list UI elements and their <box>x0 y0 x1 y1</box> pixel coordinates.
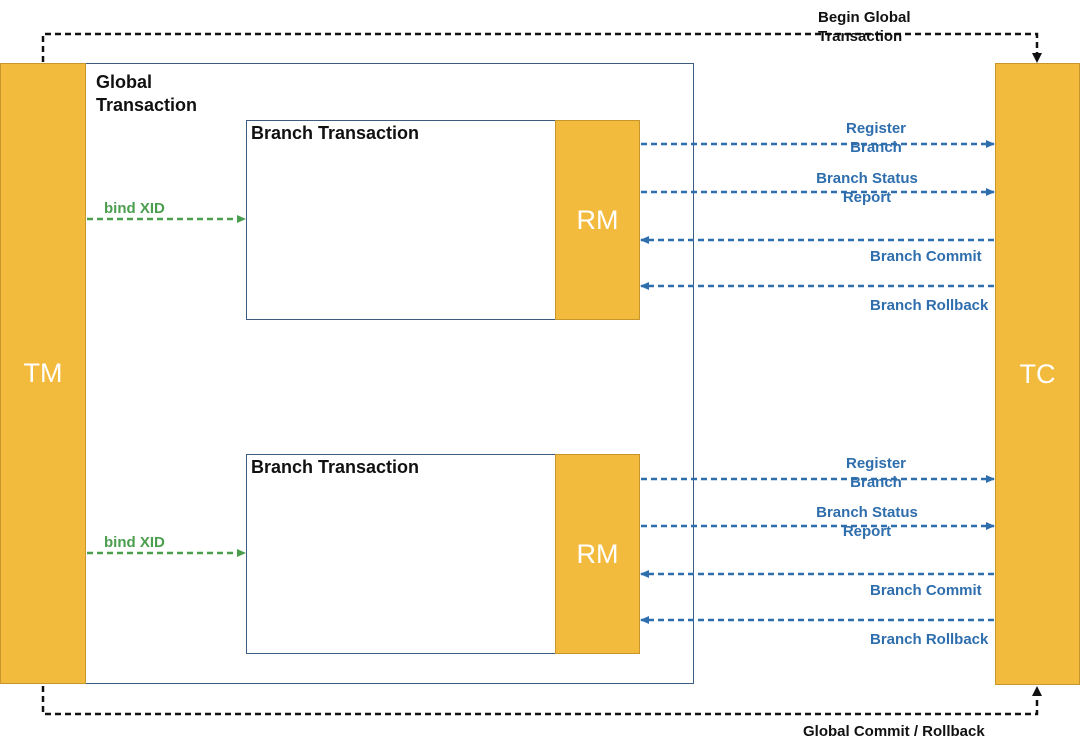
branch-status-line2: Report <box>842 189 892 206</box>
bind-xid-label: bind XID <box>104 534 165 551</box>
begin-global-line1: Begin Global <box>818 9 911 26</box>
branch-commit-label: Branch Commit <box>870 248 982 265</box>
branch-status-label: Branch Status Report <box>807 503 927 541</box>
rm-box: RM <box>555 120 640 320</box>
branch-transaction-title: Branch Transaction <box>251 457 420 477</box>
tc-box: TC <box>995 63 1080 685</box>
begin-global-line2: Transaction <box>818 28 903 45</box>
register-branch-line1: Register <box>845 455 907 472</box>
register-branch-label: Register Branch <box>816 119 936 157</box>
bind-xid-label: bind XID <box>104 200 165 217</box>
branch-commit-label: Branch Commit <box>870 582 982 599</box>
tc-label: TC <box>1019 358 1056 389</box>
register-branch-label: Register Branch <box>816 454 936 492</box>
global-transaction-title-line1: Global <box>96 72 153 92</box>
register-branch-line1: Register <box>845 120 907 137</box>
rm-label: RM <box>576 538 619 569</box>
begin-global-arrow <box>41 32 1042 63</box>
branch-status-line1: Branch Status <box>816 504 918 521</box>
branch-transaction-box <box>246 454 556 654</box>
begin-global-label: Begin Global Transaction <box>818 8 911 46</box>
register-branch-line2: Branch <box>850 139 902 156</box>
tm-label: TM <box>23 358 63 388</box>
branch-status-line2: Report <box>842 523 892 540</box>
rm-label: RM <box>576 204 619 235</box>
branch-transaction-box <box>246 120 556 320</box>
global-transaction-title-line2: Transaction <box>96 95 198 115</box>
branch-status-line1: Branch Status <box>816 170 918 187</box>
rm-box: RM <box>555 454 640 654</box>
global-transaction-title: Global Transaction <box>96 71 197 117</box>
tm-box: TM <box>0 63 86 684</box>
branch-transaction-title: Branch Transaction <box>251 123 420 143</box>
branch-rollback-label: Branch Rollback <box>870 631 989 648</box>
global-commit-arrow <box>41 686 1042 716</box>
branch-rollback-label: Branch Rollback <box>870 297 989 314</box>
register-branch-line2: Branch <box>850 474 902 491</box>
branch-status-label: Branch Status Report <box>807 169 927 207</box>
global-commit-label: Global Commit / Rollback <box>803 723 985 740</box>
